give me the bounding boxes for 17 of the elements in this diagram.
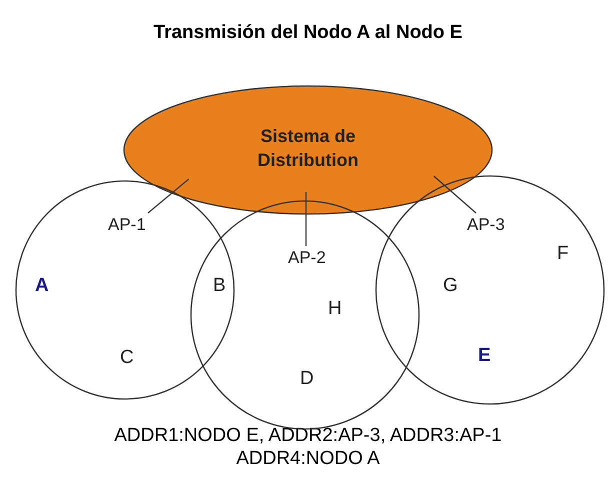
access-point-label: AP-2 [288,248,326,268]
region-letter: C [120,347,134,369]
diagram-title: Transmisión del Nodo A al Nodo E [152,22,464,44]
system-label: Sistema de Distribution [256,125,360,172]
access-point-label: AP-3 [467,215,505,235]
access-point-label: AP-1 [108,215,146,235]
region-letter: A [35,275,49,297]
address-caption: ADDR1:NODO E, ADDR2:AP-3, ADDR3:AP-1 ADDR4:NODO A [113,424,503,470]
region-letter: E [478,345,491,367]
leader-line [433,176,476,214]
leader-line [305,192,307,246]
region-letter: G [443,275,458,297]
region-letter: F [557,243,569,265]
region-letter: H [328,298,342,320]
leader-line [148,178,190,214]
region-letter: B [213,275,226,297]
region-letter: D [300,368,314,390]
